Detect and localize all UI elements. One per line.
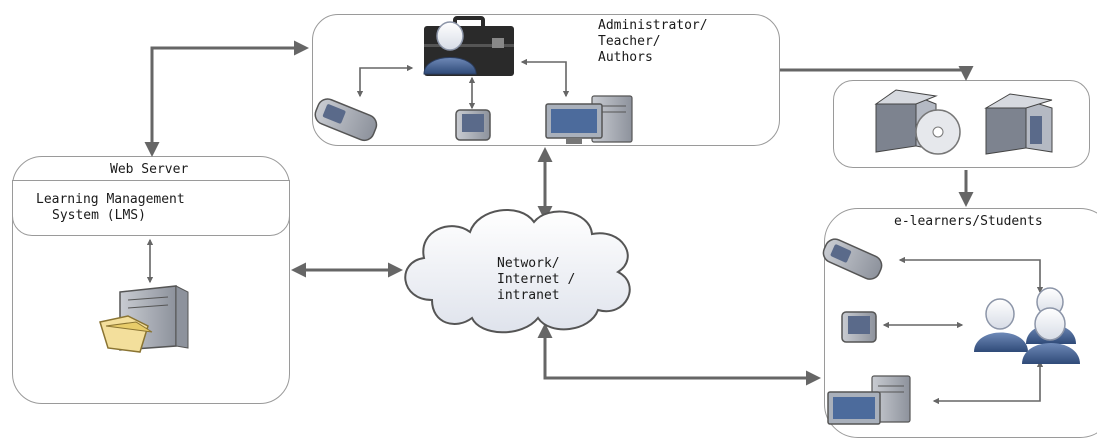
student-group-icon [974, 287, 1080, 364]
admin-label-line3: Authors [598, 50, 653, 65]
pda-icon [841, 311, 877, 343]
network-label-line2: Internet / [497, 272, 576, 287]
pda-icon [455, 109, 491, 141]
lms-box [12, 180, 290, 236]
web-server-title: Web Server [110, 162, 189, 177]
arrow-webserver-admin [144, 40, 309, 157]
lms-label-line1: Learning Management [36, 192, 185, 207]
admin-label-line2: Teacher/ [598, 34, 661, 49]
software-box-icon [984, 93, 1053, 155]
network-label-line1: Network/ [497, 256, 560, 271]
teacher-person-icon [423, 21, 477, 75]
lms-label-line2: System (LMS) [52, 208, 146, 223]
cloud-icon [404, 208, 631, 334]
students-label: e-learners/Students [894, 214, 1043, 229]
mobile-phone-icon [314, 98, 378, 142]
desktop-computer-icon [545, 95, 633, 144]
arrow-network-students [537, 323, 821, 386]
network-label-line3: intranet [497, 288, 560, 303]
desktop-computer-icon [827, 375, 911, 425]
arrow-admin-software [780, 66, 974, 81]
software-box-cd-icon [874, 89, 961, 155]
folder-icon [99, 315, 153, 353]
admin-label-line1: Administrator/ [598, 18, 708, 33]
mobile-phone-icon [822, 238, 883, 280]
